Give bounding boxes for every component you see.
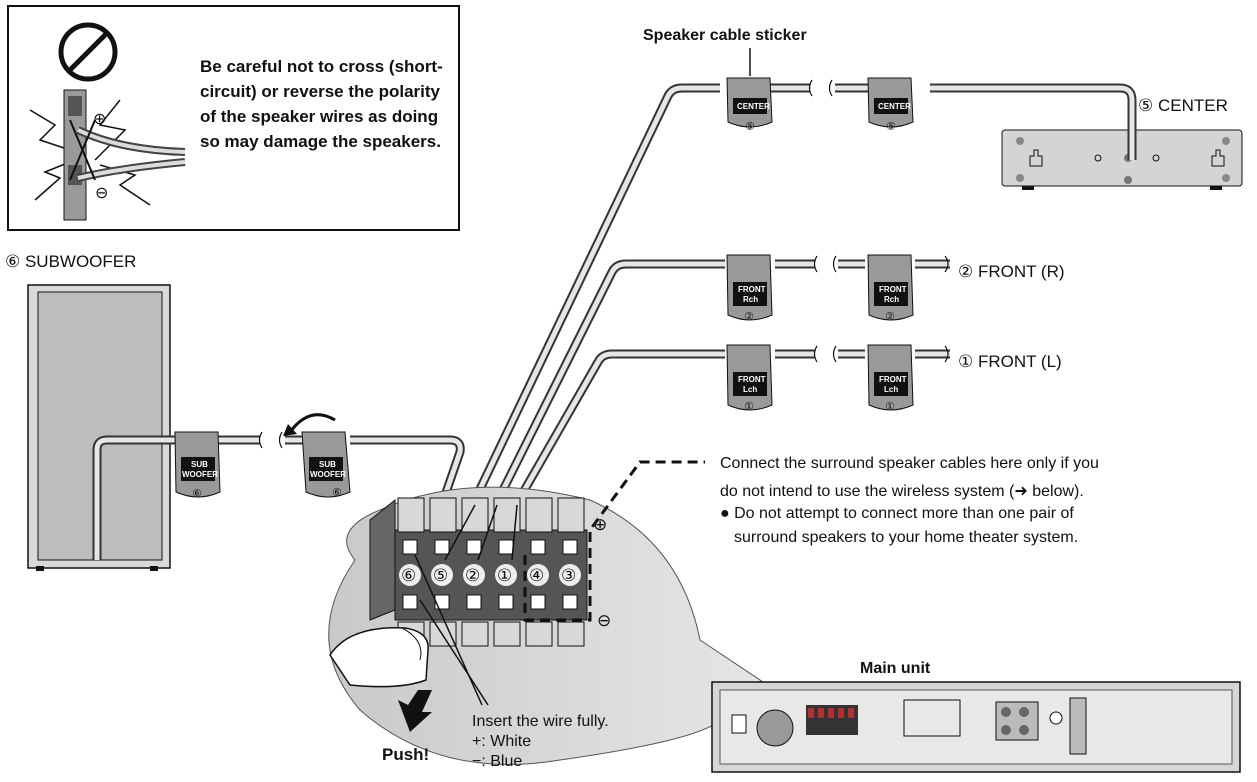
terminal-num: ① <box>497 566 512 586</box>
fold-arrow-icon <box>288 413 336 433</box>
subwoofer-label: ⑥ SUBWOOFER <box>5 252 137 271</box>
svg-text:⑥: ⑥ <box>192 487 202 500</box>
terminal-num: ③ <box>561 566 576 586</box>
svg-text:CENTER: CENTER <box>737 102 770 111</box>
insert-plus-white: +: White <box>472 733 532 750</box>
terminal-num: ② <box>465 566 480 586</box>
sticker-front-r-2: FRONT Rch ② <box>867 254 914 323</box>
svg-text:Lch: Lch <box>743 385 757 394</box>
push-label: Push! <box>382 745 430 764</box>
insert-wire-title: Insert the wire fully. <box>472 713 609 730</box>
speaker-cables <box>92 79 1137 560</box>
terminal-num: ⑥ <box>401 566 416 586</box>
sticker-center-1: CENTER ⑤ <box>726 77 773 133</box>
svg-text:⑤: ⑤ <box>886 120 896 133</box>
terminal-plus-symbol: ⊕ <box>593 515 608 535</box>
sticker-front-l-1: FRONT Lch ① <box>726 344 773 413</box>
svg-text:Rch: Rch <box>884 295 899 304</box>
surround-bullet-line1: ● Do not attempt to connect more than on… <box>720 505 1074 522</box>
svg-text:⑤: ⑤ <box>745 120 755 133</box>
finger-illustration <box>329 626 429 688</box>
svg-text:WOOFER: WOOFER <box>182 470 218 479</box>
surround-terminals-outline <box>523 460 705 622</box>
svg-text:FRONT: FRONT <box>879 375 907 384</box>
svg-text:FRONT: FRONT <box>879 285 907 294</box>
sticker-front-l-2: FRONT Lch ① <box>867 344 914 413</box>
front-l-label: ① FRONT (L) <box>958 352 1062 371</box>
svg-text:①: ① <box>744 400 754 413</box>
svg-text:②: ② <box>744 310 754 323</box>
surround-note-line2: do not intend to use the wireless system… <box>720 483 1084 500</box>
svg-text:SUB: SUB <box>319 460 336 469</box>
terminal-num: ⑤ <box>433 566 448 586</box>
prohibited-icon <box>58 22 118 82</box>
sticker-center-2: CENTER ⑤ <box>867 77 914 133</box>
svg-text:FRONT: FRONT <box>738 375 766 384</box>
wire-arrows <box>444 504 518 561</box>
sticker-caption: Speaker cable sticker <box>643 27 807 44</box>
svg-text:SUB: SUB <box>191 460 208 469</box>
stickers: CENTER ⑤ CENTER ⑤ FRONT Rch ② FRONT Rch … <box>174 77 914 500</box>
sticker-sub-2-folding: SUB WOOFER ⑥ <box>301 431 351 499</box>
surround-bullet-line2: surround speakers to your home theater s… <box>734 529 1079 546</box>
surround-note-line1: Connect the surround speaker cables here… <box>720 455 1099 472</box>
svg-text:⑥: ⑥ <box>332 486 342 499</box>
fold-arrowhead-icon <box>283 424 297 436</box>
svg-text:Lch: Lch <box>884 385 898 394</box>
svg-text:FRONT: FRONT <box>738 285 766 294</box>
terminal-minus-symbol: ⊖ <box>597 611 612 631</box>
insert-pointer-lines <box>414 554 489 706</box>
short-circuit-illustration <box>29 89 186 221</box>
svg-text:Rch: Rch <box>743 295 758 304</box>
main-unit-label: Main unit <box>860 660 931 677</box>
push-arrow-icon <box>398 690 432 732</box>
center-label: ⑤ CENTER <box>1138 96 1228 115</box>
svg-text:②: ② <box>885 310 895 323</box>
svg-text:CENTER: CENTER <box>878 102 911 111</box>
polarity-warning-text: Be careful not to cross (short-circuit) … <box>200 57 443 151</box>
svg-text:WOOFER: WOOFER <box>310 470 346 479</box>
terminal-numbers: ⑥ ⑤ ② ① ④ ③ <box>401 566 576 586</box>
sticker-front-r-1: FRONT Rch ② <box>726 254 773 323</box>
sticker-sub-1: SUB WOOFER ⑥ <box>174 431 221 500</box>
center-speaker <box>1001 129 1243 190</box>
terminal-num: ④ <box>529 566 544 586</box>
front-r-label: ② FRONT (R) <box>958 262 1065 281</box>
plus-symbol: ⊕ <box>93 109 107 128</box>
svg-text:①: ① <box>885 400 895 413</box>
insert-minus-blue: −: Blue <box>472 753 523 770</box>
minus-symbol: ⊖ <box>95 183 109 202</box>
main-unit <box>711 681 1241 773</box>
